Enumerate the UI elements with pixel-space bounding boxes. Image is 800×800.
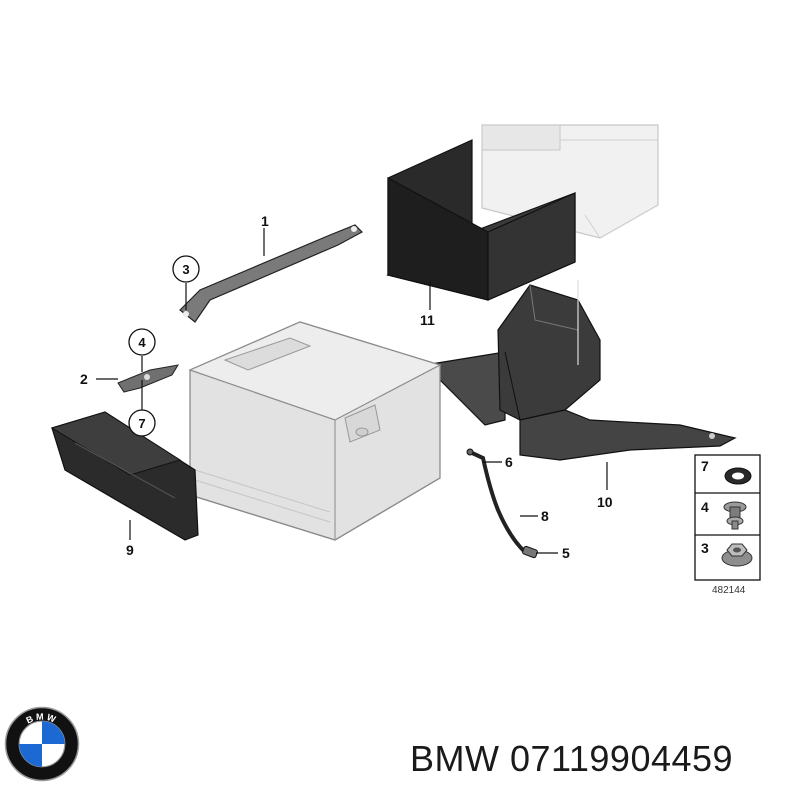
bolt-icon bbox=[723, 501, 747, 530]
callout-circle-7: 7 bbox=[128, 409, 156, 437]
background-battery-illustration bbox=[481, 124, 659, 239]
vent-hose bbox=[466, 448, 538, 559]
callout-2: 2 bbox=[80, 371, 88, 387]
battery-insulation-sleeve bbox=[386, 139, 576, 301]
legend-label-3: 3 bbox=[701, 540, 709, 556]
battery-clamp bbox=[117, 364, 179, 393]
diagram-id: 482144 bbox=[712, 585, 746, 596]
callout-9: 9 bbox=[126, 542, 134, 558]
callout-10: 10 bbox=[597, 494, 613, 510]
callout-circle-4: 4 bbox=[128, 328, 156, 356]
callout-11: 11 bbox=[420, 312, 435, 328]
retaining-strap bbox=[179, 224, 363, 323]
legend-label-7: 7 bbox=[701, 458, 709, 474]
callout-3-text: 3 bbox=[182, 262, 189, 277]
nut-icon bbox=[721, 543, 753, 567]
logo-letters: BMW bbox=[25, 712, 57, 726]
callout-4-text: 4 bbox=[138, 335, 146, 350]
brand-part-number: BMW 07119904459 bbox=[410, 738, 734, 779]
fastener-legend: 7 4 3 bbox=[694, 454, 761, 581]
bmw-roundel-icon: BMW bbox=[4, 706, 80, 782]
callout-6: 6 bbox=[505, 454, 513, 470]
svg-text:BMW: BMW bbox=[25, 712, 60, 726]
callout-1: 1 bbox=[261, 213, 269, 229]
washer-icon bbox=[724, 467, 752, 485]
battery-side-cover bbox=[50, 411, 199, 541]
callout-8: 8 bbox=[541, 508, 549, 524]
battery-illustration bbox=[188, 321, 442, 541]
battery-tray-bracket bbox=[423, 280, 737, 461]
callout-circle-3: 3 bbox=[172, 255, 200, 283]
callout-7-text: 7 bbox=[138, 416, 145, 431]
leader-lines bbox=[96, 228, 608, 554]
legend-label-4: 4 bbox=[701, 499, 709, 515]
callout-5: 5 bbox=[562, 545, 570, 561]
